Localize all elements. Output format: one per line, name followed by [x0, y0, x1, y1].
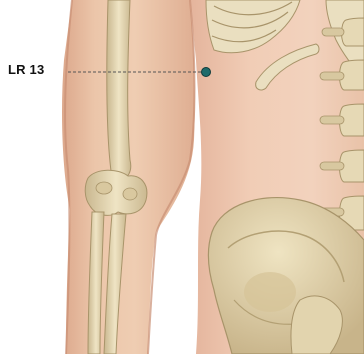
acupoint-marker-icon — [200, 66, 212, 78]
acupoint-label: LR 13 — [8, 62, 44, 78]
